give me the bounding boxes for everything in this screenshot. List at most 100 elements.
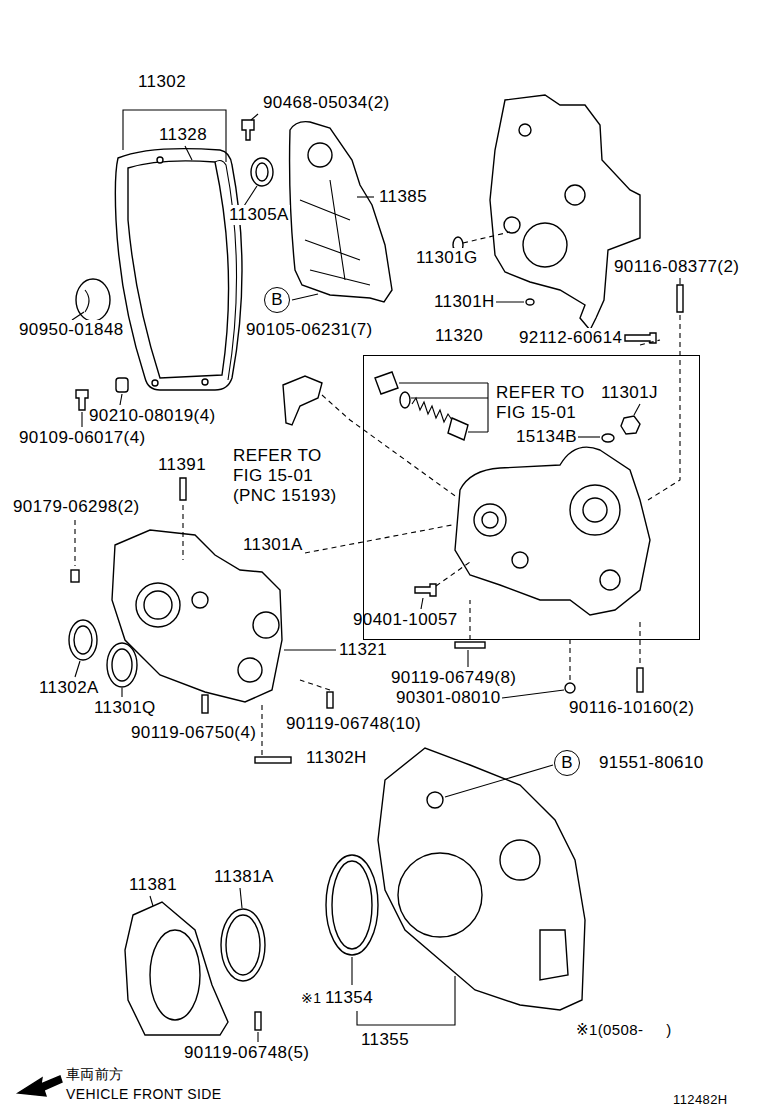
engine-block (504, 217, 520, 233)
timing-belt-cover (152, 380, 158, 386)
rear-plate (540, 930, 568, 980)
leader-line (445, 765, 553, 797)
part-number: 11385 (378, 187, 428, 207)
dashed-guide (305, 525, 452, 553)
relief-valve-parts (621, 416, 640, 434)
part-number: 90116-08377(2) (613, 257, 740, 277)
stud-symbol (180, 478, 186, 500)
timing-belt-cover (215, 161, 237, 380)
oil-seal (107, 643, 137, 687)
leader-line (251, 114, 258, 120)
bolt-symbol (76, 390, 88, 410)
leader-line (292, 294, 318, 300)
rear-plate (427, 792, 443, 808)
leader-line (121, 688, 122, 697)
reference-letter: B (561, 753, 573, 773)
oil-pump-body (583, 498, 607, 522)
leader-line (244, 186, 257, 206)
bolt-symbol (455, 642, 485, 648)
relief-valve-parts (375, 372, 398, 394)
engine-block (490, 95, 640, 330)
oil-seal (256, 163, 268, 181)
gasket-piece (283, 376, 322, 425)
engine-block (523, 223, 567, 267)
timing-belt-cover (202, 379, 208, 385)
part-number: 11302 (137, 72, 187, 92)
leader-line (150, 896, 153, 906)
timing-chain-cover (192, 592, 208, 608)
timing-chain-cover (112, 530, 282, 702)
relief-valve-parts (399, 383, 488, 432)
figure-code: 112482H (672, 1090, 729, 1110)
leader-line (284, 649, 336, 650)
part-number: 90105-06231(7) (245, 320, 374, 340)
reference-note: REFER TO FIG 15-01 (PNC 15193) (232, 446, 352, 506)
footnote-mark: ※1 (300, 988, 322, 1008)
part-number: 90179-06298(2) (12, 497, 141, 517)
part-number: 11301Q (93, 698, 157, 718)
seal-retainer (150, 930, 200, 1020)
dashed-guide (75, 232, 680, 755)
bolt-symbol (202, 584, 643, 1030)
bolt-symbol (255, 1012, 261, 1030)
bolt-symbol (637, 668, 643, 692)
timing-belt-cover (128, 161, 229, 378)
part-number: 11302H (305, 748, 368, 768)
bolt-symbol (565, 683, 575, 693)
dashed-guide (569, 640, 570, 680)
bolt-symbol (202, 695, 208, 713)
leader-line (351, 957, 352, 985)
oil-pump-body (512, 552, 528, 568)
leader-line (123, 110, 226, 162)
timing-chain-cover (136, 583, 180, 627)
part-number: 11328 (158, 125, 208, 145)
oil-seal (112, 649, 132, 681)
dashed-guide (182, 505, 183, 560)
oil-pump-body (474, 504, 506, 536)
leader-line (576, 436, 600, 437)
part-number: 11305A (228, 205, 290, 225)
part-number: 11354 (324, 988, 374, 1008)
relief-valve-parts (602, 434, 614, 442)
footnote-note: ※1(0508- ) (575, 1020, 673, 1040)
oil-seal (332, 861, 372, 949)
timing-cover-inner (300, 180, 370, 285)
engine-block (490, 95, 640, 330)
direction-label: 車両前方 (65, 1064, 125, 1084)
oil-pump-body (600, 570, 620, 590)
part-number: 90468-05034(2) (262, 93, 391, 113)
timing-belt-cover (157, 157, 163, 163)
leader-line (679, 278, 680, 284)
leader-line (72, 110, 680, 1042)
part-number: 90301-08010 (395, 688, 502, 708)
plug (76, 279, 110, 321)
relief-valve-parts (448, 418, 468, 440)
timing-cover-inner (290, 122, 392, 302)
bolt-symbol (255, 757, 291, 763)
relief-valve-parts (412, 398, 452, 422)
part-number: 90119-06748(10) (285, 714, 422, 734)
timing-cover-inner (290, 122, 392, 302)
part-number: 11355 (360, 1030, 410, 1050)
stud-symbol (625, 285, 683, 343)
oil-pump-body (570, 485, 620, 535)
timing-chain-cover (253, 612, 279, 638)
rear-plate (378, 748, 585, 1010)
bolt-symbol (116, 378, 128, 392)
part-number: 11381A (213, 867, 275, 887)
oil-seal (226, 915, 260, 975)
leader-line (421, 598, 423, 609)
direction-arrow (18, 1076, 62, 1096)
part-number: 91551-80610 (598, 753, 705, 773)
direction-label: VEHICLE FRONT SIDE (65, 1084, 223, 1104)
oil-seal (326, 855, 378, 955)
oil-pump-body (455, 447, 650, 615)
part-number: 11391 (157, 455, 207, 475)
timing-chain-cover (144, 591, 172, 619)
timing-chain-cover (238, 658, 262, 682)
part-number: 90116-10160(2) (568, 698, 695, 718)
leader-line (257, 1032, 258, 1042)
oil-seal (69, 620, 97, 660)
rear-plate (378, 748, 585, 1010)
